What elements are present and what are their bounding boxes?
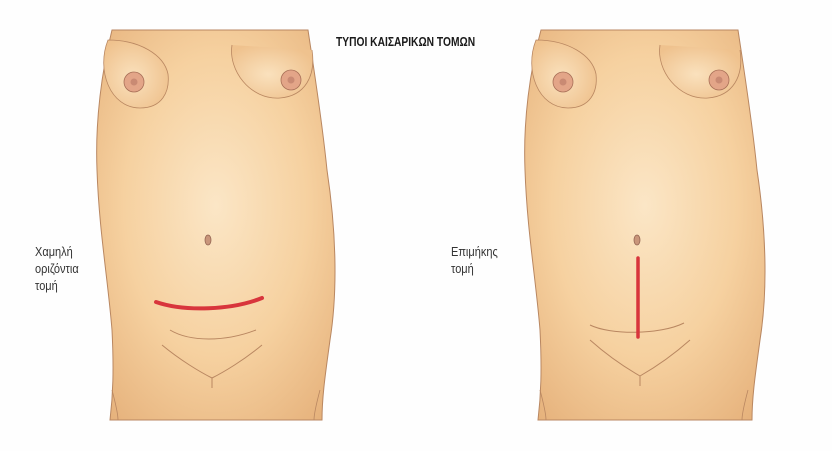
label-line: τομή bbox=[451, 261, 498, 278]
right-figure-navel bbox=[634, 235, 640, 245]
label-line: οριζόντια bbox=[35, 261, 79, 278]
left-torso bbox=[97, 30, 335, 420]
right-torso bbox=[525, 30, 765, 420]
left-figure-navel bbox=[205, 235, 211, 245]
vertical-incision-label: Επιμήκης τομή bbox=[451, 244, 498, 278]
label-line: τομή bbox=[35, 278, 79, 295]
right-figure-nipple-left bbox=[553, 72, 573, 92]
right-figure-nipple-right bbox=[709, 70, 729, 90]
label-line: Επιμήκης bbox=[451, 244, 498, 261]
low-horizontal-incision-label: Χαμηλή οριζόντια τομή bbox=[35, 244, 79, 295]
left-figure-nipple-right bbox=[281, 70, 301, 90]
label-line: Χαμηλή bbox=[35, 244, 79, 261]
left-figure-nipple-left bbox=[124, 72, 144, 92]
